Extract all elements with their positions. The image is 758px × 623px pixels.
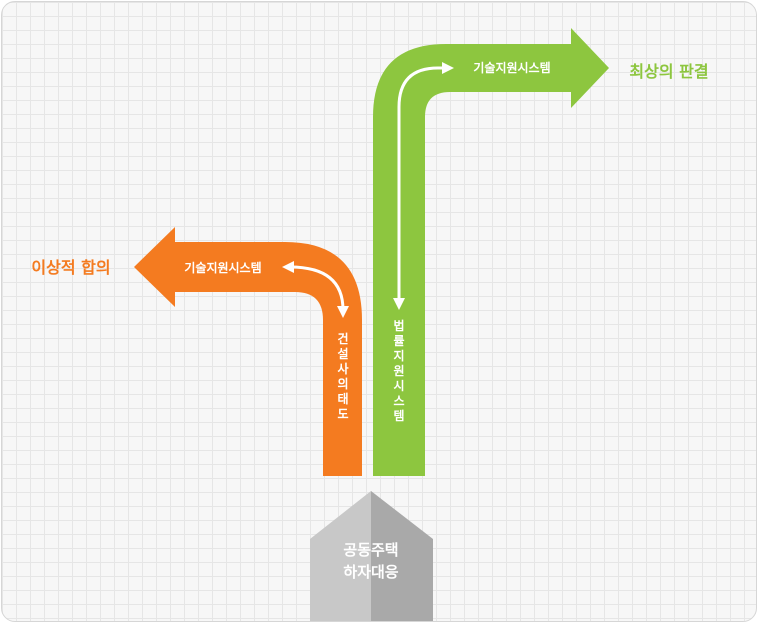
green-stem-char: 시	[393, 379, 404, 393]
base-label-line1: 공동주택	[343, 541, 398, 559]
green-arrow-label: 기술지원시스템	[473, 60, 550, 75]
orange-arrow-label: 기술지원시스템	[184, 260, 261, 275]
green-stem-char: 률	[393, 334, 404, 348]
orange-outcome-label: 이상적 합의	[31, 258, 110, 277]
orange-double-arrow-head-left	[282, 261, 294, 273]
orange-stem-char: 의	[337, 376, 348, 391]
green-stem-char: 스	[393, 394, 404, 408]
green-stem-char: 지	[393, 348, 404, 363]
green-outcome-label: 최상의 판결	[629, 62, 708, 81]
base-house-right	[371, 491, 433, 621]
orange-stem-char: 태	[337, 391, 348, 406]
green-double-arrow	[397, 66, 448, 302]
orange-stem-char: 설	[337, 346, 348, 361]
green-double-arrow-head-down	[393, 298, 405, 310]
orange-arrow	[134, 227, 362, 476]
base-house-left	[310, 491, 371, 621]
orange-stem-char: 사	[337, 361, 348, 376]
orange-stem-char: 도	[337, 407, 348, 421]
green-double-arrow-head-right	[442, 62, 454, 74]
orange-double-arrow	[289, 265, 345, 311]
orange-double-arrow-head-down	[337, 306, 349, 318]
base-label-line2: 하자대응	[343, 563, 398, 581]
green-stem-char: 원	[393, 364, 404, 378]
green-stem-char: 법	[393, 318, 404, 333]
green-arrow	[373, 28, 609, 476]
green-stem-char: 템	[393, 408, 404, 423]
orange-stem-char: 건	[337, 331, 348, 346]
